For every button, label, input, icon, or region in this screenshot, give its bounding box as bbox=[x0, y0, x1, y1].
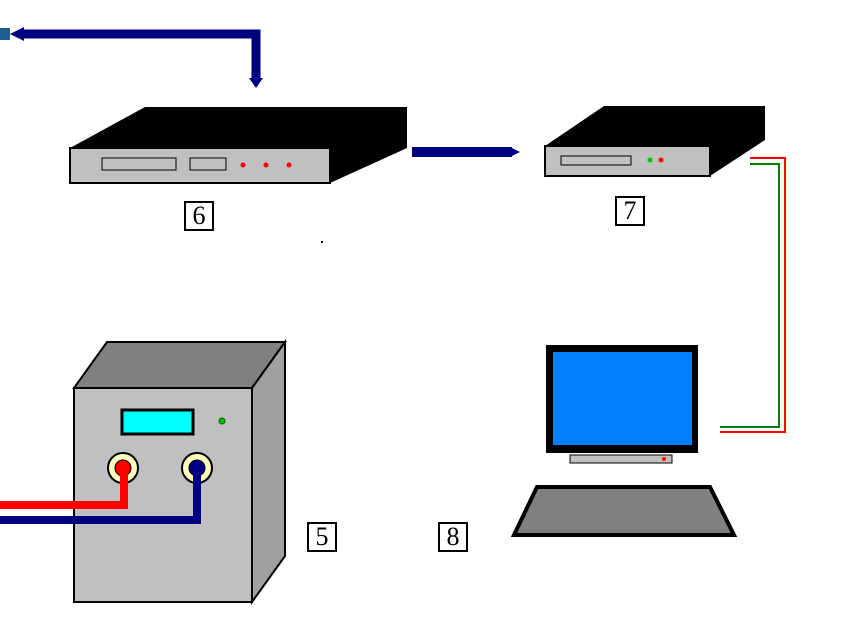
cabinet-display bbox=[120, 408, 195, 436]
cable-7-to-8 bbox=[720, 157, 786, 433]
label-device-8: 8 bbox=[438, 522, 468, 552]
cable-top-path bbox=[22, 29, 261, 80]
cable-6-7-body bbox=[412, 147, 512, 157]
monitor-screen bbox=[553, 352, 692, 445]
device-6-slot-2 bbox=[189, 157, 227, 171]
monitor-base bbox=[569, 454, 673, 464]
device-7 bbox=[544, 106, 765, 177]
cabinet-led bbox=[218, 417, 226, 425]
label-device-7: 7 bbox=[615, 196, 645, 226]
device-5 bbox=[0, 338, 287, 606]
cable-end-stub bbox=[0, 28, 10, 40]
cabinet-top bbox=[72, 341, 287, 389]
blue-lead bbox=[0, 470, 201, 524]
device-7-led-green bbox=[647, 157, 653, 163]
device-6-led-1 bbox=[240, 162, 246, 168]
cable-red-line bbox=[720, 157, 786, 433]
speck bbox=[321, 241, 323, 243]
cabinet-side bbox=[251, 338, 286, 606]
cable-top-left-tip bbox=[10, 27, 24, 41]
top-cable bbox=[0, 27, 263, 88]
device-6-led-2 bbox=[263, 162, 269, 168]
device-6-slot-1 bbox=[101, 157, 177, 171]
label-device-6: 6 bbox=[184, 201, 214, 231]
cable-6-to-7 bbox=[412, 147, 520, 157]
cable-green-line bbox=[720, 163, 780, 428]
red-lead bbox=[0, 470, 128, 509]
cable-6-7-tip bbox=[510, 147, 520, 157]
device-7-led-red bbox=[658, 157, 664, 163]
keyboard bbox=[510, 485, 738, 537]
monitor-power-led bbox=[662, 457, 666, 461]
device-7-slot bbox=[560, 155, 632, 166]
device-8 bbox=[510, 345, 738, 537]
label-device-5: 5 bbox=[307, 522, 337, 552]
cable-top-arrow-down bbox=[249, 78, 263, 88]
device-6 bbox=[69, 107, 407, 184]
device-6-led-3 bbox=[286, 162, 292, 168]
